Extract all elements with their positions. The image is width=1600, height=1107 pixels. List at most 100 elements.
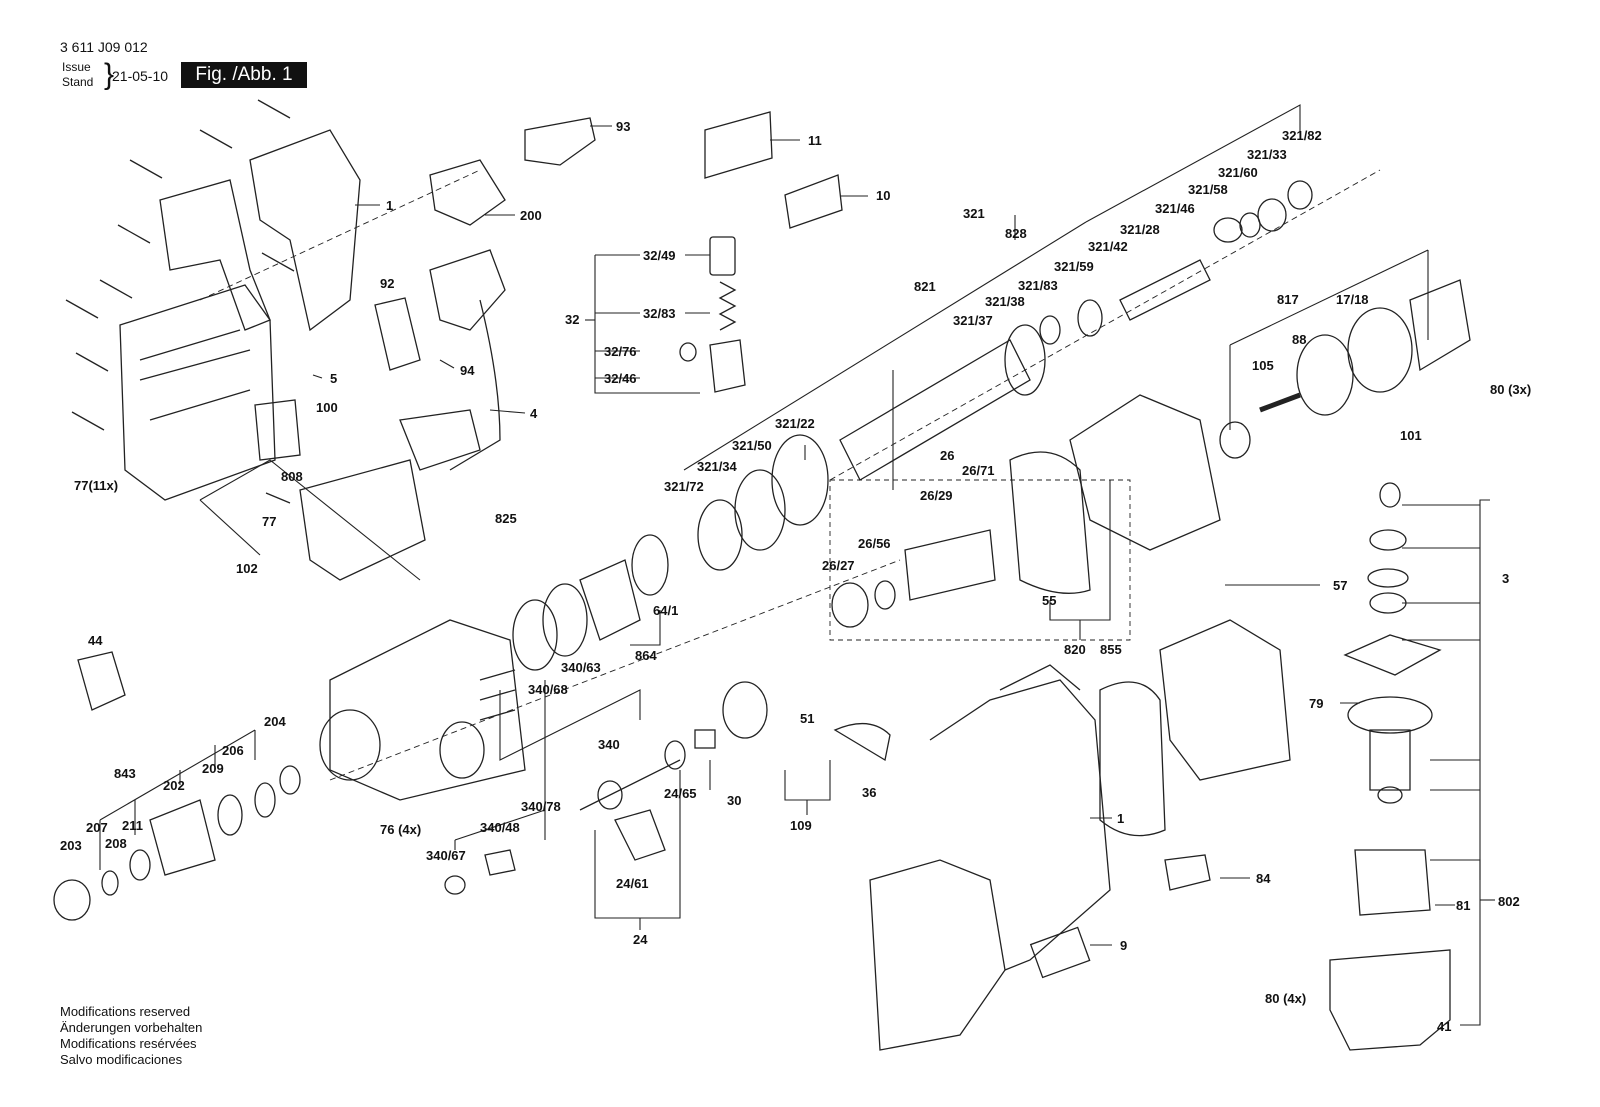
callout-821: 821 (914, 279, 936, 294)
callout-200: 200 (520, 208, 542, 223)
callout-340-48: 340/48 (480, 820, 520, 835)
callout-340: 340 (598, 737, 620, 752)
figure-label: Fig. /Abb. 1 (181, 62, 307, 88)
ring-32-76-drawing (679, 342, 697, 362)
notice-es: Salvo modificaciones (60, 1052, 183, 1067)
callout-208: 208 (105, 836, 127, 851)
spring-32-83-drawing (718, 281, 737, 331)
callout-100: 100 (316, 400, 338, 415)
callout-32-49: 32/49 (643, 248, 676, 263)
callout-102: 102 (236, 561, 258, 576)
callout-321: 321 (963, 206, 985, 221)
callout-340-67: 340/67 (426, 848, 466, 863)
gear-housing-drawing (1009, 279, 1471, 594)
drive-shaft-drawing (444, 681, 891, 895)
callout-321-42: 321/42 (1088, 239, 1128, 254)
callout-9: 9 (1120, 938, 1127, 953)
callout-825: 825 (495, 511, 517, 526)
callout-51: 51 (800, 711, 814, 726)
callout-340-78: 340/78 (521, 799, 561, 814)
notice-fr: Modifications resérvées (60, 1036, 197, 1051)
callout-209: 209 (202, 761, 224, 776)
callout-93: 93 (616, 119, 630, 134)
callout-44: 44 (88, 633, 103, 648)
issue-brace: } (104, 58, 115, 91)
callout-81: 81 (1456, 898, 1470, 913)
tube-assembly-drawing (697, 180, 1313, 571)
plate-92-drawing (374, 297, 421, 371)
callout-843: 843 (114, 766, 136, 781)
notice-en: Modifications reserved (60, 1004, 191, 1019)
screws-drawing (65, 99, 295, 504)
callout-864: 864 (635, 648, 657, 663)
callout-101: 101 (1400, 428, 1422, 443)
callout-340-63: 340/63 (561, 660, 601, 675)
callout-206: 206 (222, 743, 244, 758)
callout-808: 808 (281, 469, 303, 484)
callout-32: 32 (565, 312, 579, 327)
notice-de: Änderungen vorbehalten (60, 1020, 203, 1035)
callout-77-11x: 77(11x) (74, 478, 118, 493)
callout-84: 84 (1256, 871, 1271, 886)
callout-1-lower: 1 (1117, 811, 1124, 826)
switch-module-drawing (299, 249, 506, 581)
callout-26-27: 26/27 (822, 558, 855, 573)
callout-80-3x: 80 (3x) (1490, 382, 1531, 397)
modifications-notice: Modifications reserved Änderungen vorbeh… (60, 1004, 202, 1068)
label-11-drawing (704, 111, 773, 179)
callout-321-33: 321/33 (1247, 147, 1287, 162)
callout-203: 203 (60, 838, 82, 853)
callout-10: 10 (876, 188, 890, 203)
callout-24-65: 24/65 (664, 786, 697, 801)
callout-92: 92 (380, 276, 394, 291)
callout-321-60: 321/60 (1218, 165, 1258, 180)
pad-808-drawing (254, 399, 301, 461)
callout-30: 30 (727, 793, 741, 808)
callout-3: 3 (1502, 571, 1509, 586)
callout-32-83: 32/83 (643, 306, 676, 321)
callout-26-56: 26/56 (858, 536, 891, 551)
motor-assembly-drawing (1164, 482, 1451, 1051)
callout-24-61: 24/61 (616, 876, 649, 891)
callout-207: 207 (86, 820, 108, 835)
callout-204: 204 (264, 714, 286, 729)
callout-105: 105 (1252, 358, 1274, 373)
callout-321-72: 321/72 (664, 479, 704, 494)
callout-57: 57 (1333, 578, 1347, 593)
housing-half-right-drawing (869, 619, 1291, 1051)
front-clutch-drawing (512, 529, 996, 671)
callout-321-38: 321/38 (985, 294, 1025, 309)
callout-820: 820 (1064, 642, 1086, 657)
callout-41: 41 (1437, 1019, 1451, 1034)
assembly-axis-upper (199, 169, 481, 301)
callout-17-18: 17/18 (1336, 292, 1369, 307)
leader-lines (99, 104, 1495, 1026)
callout-26-71: 26/71 (962, 463, 995, 478)
stand-label: Stand (62, 75, 94, 89)
callout-321-37: 321/37 (953, 313, 993, 328)
housing-half-left-drawing (119, 129, 361, 501)
callout-26: 26 (940, 448, 954, 463)
label-10-drawing (784, 174, 843, 229)
callout-32-46: 32/46 (604, 371, 637, 386)
callout-64-1: 64/1 (653, 603, 678, 618)
callout-55: 55 (1042, 593, 1056, 608)
hammer-housing-drawing (319, 619, 526, 801)
callout-36: 36 (862, 785, 876, 800)
callout-828: 828 (1005, 226, 1027, 241)
callout-802: 802 (1498, 894, 1520, 909)
knob-93-drawing (524, 117, 596, 166)
issue-label: Issue (62, 60, 91, 74)
callout-321-58: 321/58 (1188, 182, 1228, 197)
callout-202: 202 (163, 778, 185, 793)
callout-321-59: 321/59 (1054, 259, 1094, 274)
cap-32-46-drawing (709, 339, 746, 393)
assembly-axis-front (329, 559, 901, 781)
callout-321-50: 321/50 (732, 438, 772, 453)
callout-5: 5 (330, 371, 337, 386)
issue-date: 21-05-10 (112, 68, 169, 84)
callout-321-83: 321/83 (1018, 278, 1058, 293)
callout-855: 855 (1100, 642, 1122, 657)
dashed-group-box (829, 479, 1131, 641)
